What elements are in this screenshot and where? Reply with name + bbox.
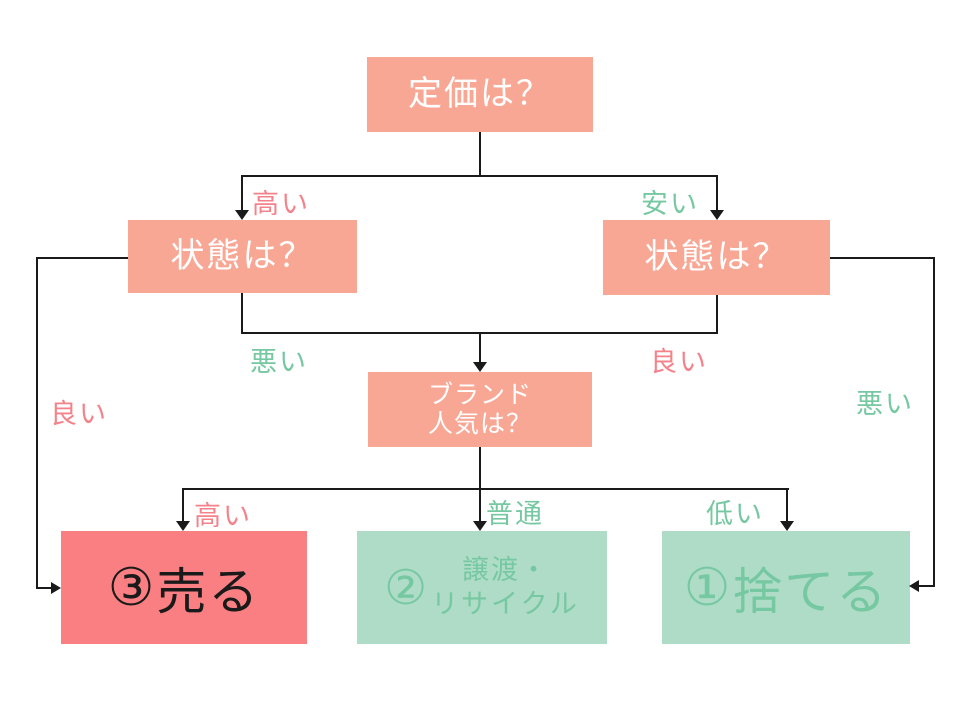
result-discard-number: ① xyxy=(683,557,733,618)
arrow-into-brand-icon xyxy=(473,362,487,372)
node-condition-left: 状態は？ xyxy=(128,220,357,293)
result-sell-label: 売る xyxy=(156,562,261,621)
result-transfer-label: 譲渡・ リサイクル xyxy=(431,554,580,622)
edge-condition-left-down-line xyxy=(241,293,243,334)
edge-brand-split-bar xyxy=(182,488,789,490)
edge-brand-left-drop xyxy=(182,488,184,523)
node-price-label: 定価は？ xyxy=(408,73,552,114)
edge-condition-right-down-line xyxy=(716,295,718,334)
edge-brand-right-drop xyxy=(786,488,788,523)
arrow-into-discard-right-icon xyxy=(909,580,919,592)
edge-outer-left-bottom-line xyxy=(36,587,52,589)
edge-outer-right-bottom-line xyxy=(919,585,935,587)
edge-root-split-bar xyxy=(241,175,718,177)
edge-label-right-condition-bad: 悪い xyxy=(856,389,914,420)
result-sell-number: ③ xyxy=(107,557,157,618)
node-brand-label-line1: ブランド xyxy=(427,379,532,409)
arrow-into-sell-left-icon xyxy=(51,582,61,594)
node-brand-label-line2: 人気は？ xyxy=(427,408,532,438)
edge-label-right-condition-good: 良い xyxy=(650,347,708,378)
node-condition-right-label: 状態は？ xyxy=(644,236,789,277)
edge-outer-left-top-line xyxy=(37,257,128,259)
edge-brand-stem-line xyxy=(479,447,481,490)
edge-label-brand-high: 高い xyxy=(194,501,252,532)
edge-outer-right-top-line xyxy=(830,257,935,259)
result-discard-label: 捨てる xyxy=(732,562,889,621)
edge-brand-center-drop xyxy=(479,488,481,523)
edge-root-right-drop xyxy=(716,175,718,212)
edge-label-brand-normal: 普通 xyxy=(486,499,544,530)
edge-root-stem-line xyxy=(479,132,481,177)
arrow-into-condition-left-icon xyxy=(235,210,249,220)
edge-label-price-high: 高い xyxy=(252,189,310,220)
edge-label-left-condition-bad: 悪い xyxy=(250,347,308,378)
edge-outer-left-vertical-line xyxy=(36,257,38,589)
node-price-question: 定価は？ xyxy=(367,57,593,132)
edge-outer-right-vertical-line xyxy=(933,257,935,587)
result-transfer-label-line1: 譲渡・ xyxy=(462,554,550,586)
node-condition-right: 状態は？ xyxy=(603,220,830,295)
node-brand-popularity: ブランド 人気は？ xyxy=(368,372,592,447)
node-condition-left-label: 状態は？ xyxy=(170,235,315,276)
edge-label-left-condition-good: 良い xyxy=(50,399,108,430)
edge-label-price-low: 安い xyxy=(641,189,699,220)
edge-root-left-drop xyxy=(241,175,243,212)
arrow-into-discard-icon xyxy=(780,521,794,531)
result-transfer-label-line2: リサイクル xyxy=(431,588,580,620)
edge-merge-to-brand-line xyxy=(479,332,481,363)
edge-label-brand-low: 低い xyxy=(706,499,764,530)
node-result-transfer: ② 譲渡・ リサイクル xyxy=(357,531,607,644)
arrow-into-transfer-icon xyxy=(473,521,487,531)
arrow-into-condition-right-icon xyxy=(710,210,724,220)
arrow-into-sell-icon xyxy=(176,521,190,531)
result-transfer-number: ② xyxy=(384,559,430,616)
